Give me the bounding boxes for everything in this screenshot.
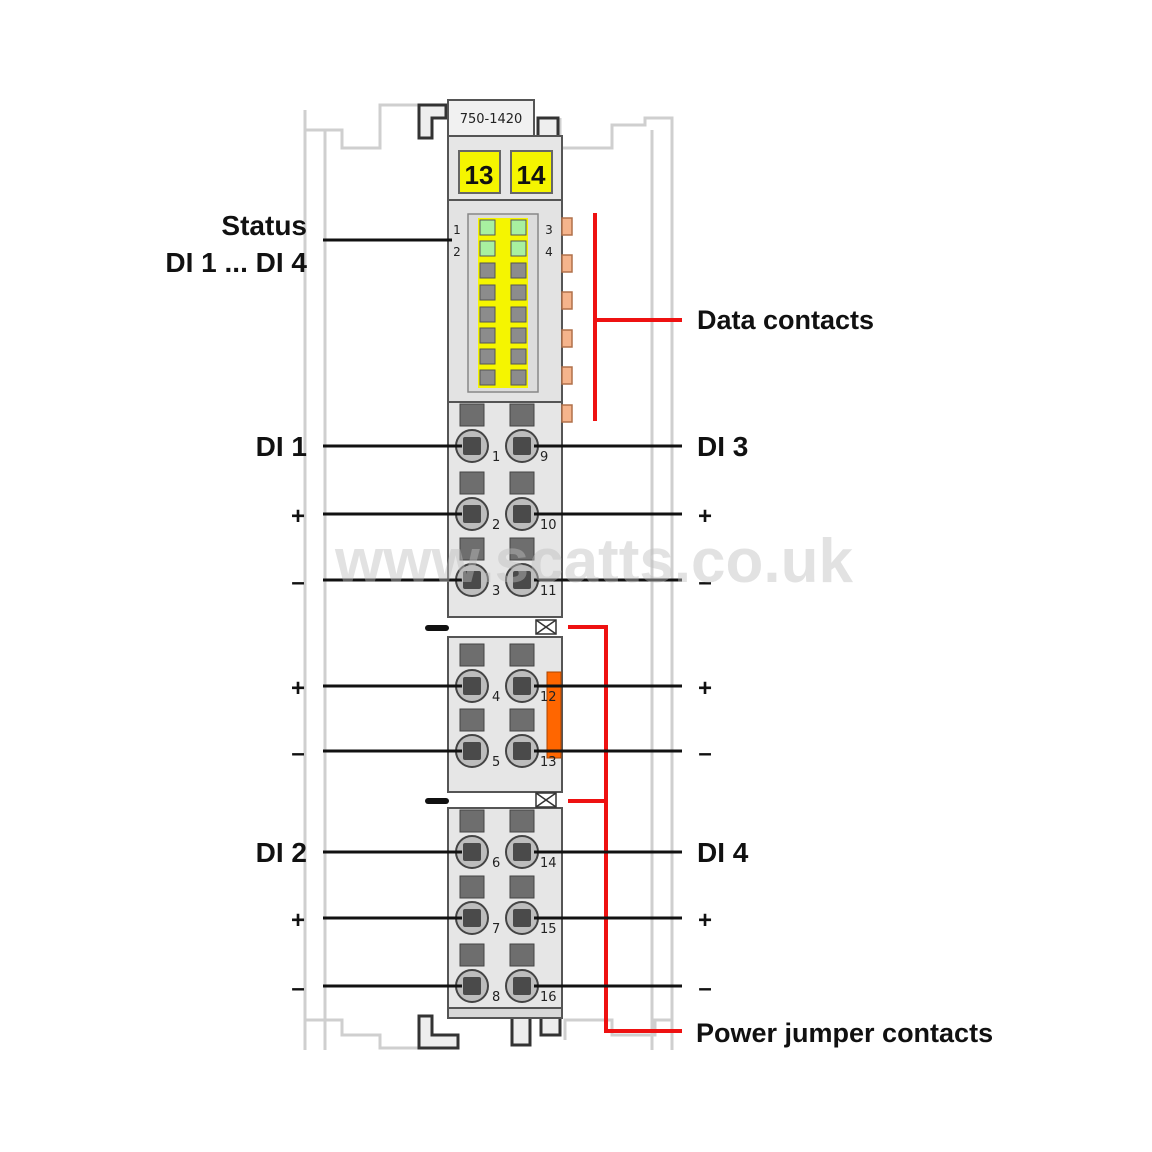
- terminal-opening: [463, 571, 481, 589]
- terminal-blocks: 1 9 2 10 3 11 4 12 5 13 6 14 7 15 8 16: [455, 403, 557, 1005]
- clamp-release-slot: [459, 708, 485, 732]
- led-number-2: 2: [453, 245, 461, 259]
- left-terminal-number: 8: [492, 990, 500, 1005]
- led-number-3: 3: [545, 223, 553, 237]
- clamp-release-slot: [459, 943, 485, 967]
- led-di2: [479, 240, 496, 257]
- clamp-release-slot: [459, 643, 485, 667]
- status-led-panel: [467, 213, 539, 393]
- left-terminal-number: 6: [492, 856, 500, 871]
- terminal-opening: [513, 437, 531, 455]
- terminal-opening: [513, 677, 531, 695]
- data-contacts: [561, 217, 573, 423]
- marker-14: 14: [517, 160, 546, 190]
- status-range-label: DI 1 ... DI 4: [165, 247, 307, 278]
- left-terminal-number: 2: [492, 518, 500, 533]
- clamp-release-slot: [459, 875, 485, 899]
- data-contacts-label: Data contacts: [697, 305, 874, 335]
- left-terminal-number: 7: [492, 922, 500, 937]
- right-terminal-number: 16: [540, 990, 557, 1005]
- terminal-opening: [513, 742, 531, 760]
- led-number-1: 1: [453, 223, 461, 237]
- right-terminal-number: 10: [540, 518, 557, 533]
- left-terminal-number: 3: [492, 584, 500, 599]
- right-terminal-number: 15: [540, 922, 557, 937]
- right-terminal-number: 14: [540, 856, 557, 871]
- left-terminal-label: –: [291, 740, 304, 767]
- marker-group: [458, 150, 553, 194]
- clamp-release-slot: [509, 809, 535, 833]
- terminal-opening: [513, 505, 531, 523]
- terminal-opening: [463, 843, 481, 861]
- clamp-release-slot: [509, 471, 535, 495]
- terminal-opening: [513, 909, 531, 927]
- right-terminal-label: +: [698, 503, 712, 530]
- left-terminal-number: 1: [492, 450, 500, 465]
- left-terminal-label: +: [291, 503, 305, 530]
- watermark: www.scatts.co.uk: [334, 527, 853, 596]
- power-jumper-bar: [546, 671, 562, 759]
- right-terminal-number: 13: [540, 755, 557, 770]
- status-label: Status: [221, 210, 307, 241]
- terminal-opening: [463, 677, 481, 695]
- left-terminal-label: DI 1: [256, 431, 307, 462]
- right-terminal-number: 12: [540, 690, 557, 705]
- clamp-release-slot: [509, 537, 535, 561]
- left-terminal-label: –: [291, 975, 304, 1002]
- terminal-opening: [513, 571, 531, 589]
- terminal-opening: [463, 437, 481, 455]
- right-terminal-number: 11: [540, 584, 557, 599]
- right-terminal-label: DI 3: [697, 431, 748, 462]
- clamp-release-slot: [459, 537, 485, 561]
- clamp-release-slot: [459, 809, 485, 833]
- module-gap-dashes: [425, 625, 449, 804]
- right-terminal-label: –: [698, 740, 711, 767]
- terminal-opening: [463, 909, 481, 927]
- clamp-release-slot: [459, 403, 485, 427]
- marker-13: 13: [465, 160, 494, 190]
- power-jumper-bracket: [568, 625, 682, 1033]
- left-terminal-number: 5: [492, 755, 500, 770]
- clamp-release-slot: [509, 708, 535, 732]
- left-terminal-number: 4: [492, 690, 500, 705]
- led-di3: [510, 219, 527, 236]
- clamp-release-slot: [509, 643, 535, 667]
- right-terminal-label: –: [698, 975, 711, 1002]
- left-terminal-label: +: [291, 907, 305, 934]
- terminal-opening: [463, 742, 481, 760]
- data-contacts-bracket: [593, 213, 682, 421]
- clamp-release-slot: [509, 943, 535, 967]
- terminal-opening: [513, 977, 531, 995]
- left-terminal-label: +: [291, 675, 305, 702]
- terminal-opening: [513, 843, 531, 861]
- din-rail-outline: [303, 103, 674, 1050]
- right-terminal-number: 9: [540, 450, 548, 465]
- left-terminal-label: –: [291, 569, 304, 596]
- right-terminal-label: +: [698, 907, 712, 934]
- led-di1: [479, 219, 496, 236]
- right-terminal-label: +: [698, 675, 712, 702]
- part-number: 750-1420: [460, 112, 523, 127]
- terminal-opening: [463, 977, 481, 995]
- led-number-4: 4: [545, 245, 553, 259]
- power-jumper-label: Power jumper contacts: [696, 1018, 993, 1048]
- terminal-leaders: DI 1 DI 3 + + – – + + – – DI 2 DI 4 + + – –: [256, 431, 749, 1002]
- power-jumper-markers: [535, 619, 557, 808]
- right-terminal-label: –: [698, 569, 711, 596]
- clamp-release-slot: [459, 471, 485, 495]
- left-terminal-label: DI 2: [256, 837, 307, 868]
- clamp-release-slot: [509, 875, 535, 899]
- terminal-opening: [463, 505, 481, 523]
- led-di4: [510, 240, 527, 257]
- clamp-release-slot: [509, 403, 535, 427]
- right-terminal-label: DI 4: [697, 837, 749, 868]
